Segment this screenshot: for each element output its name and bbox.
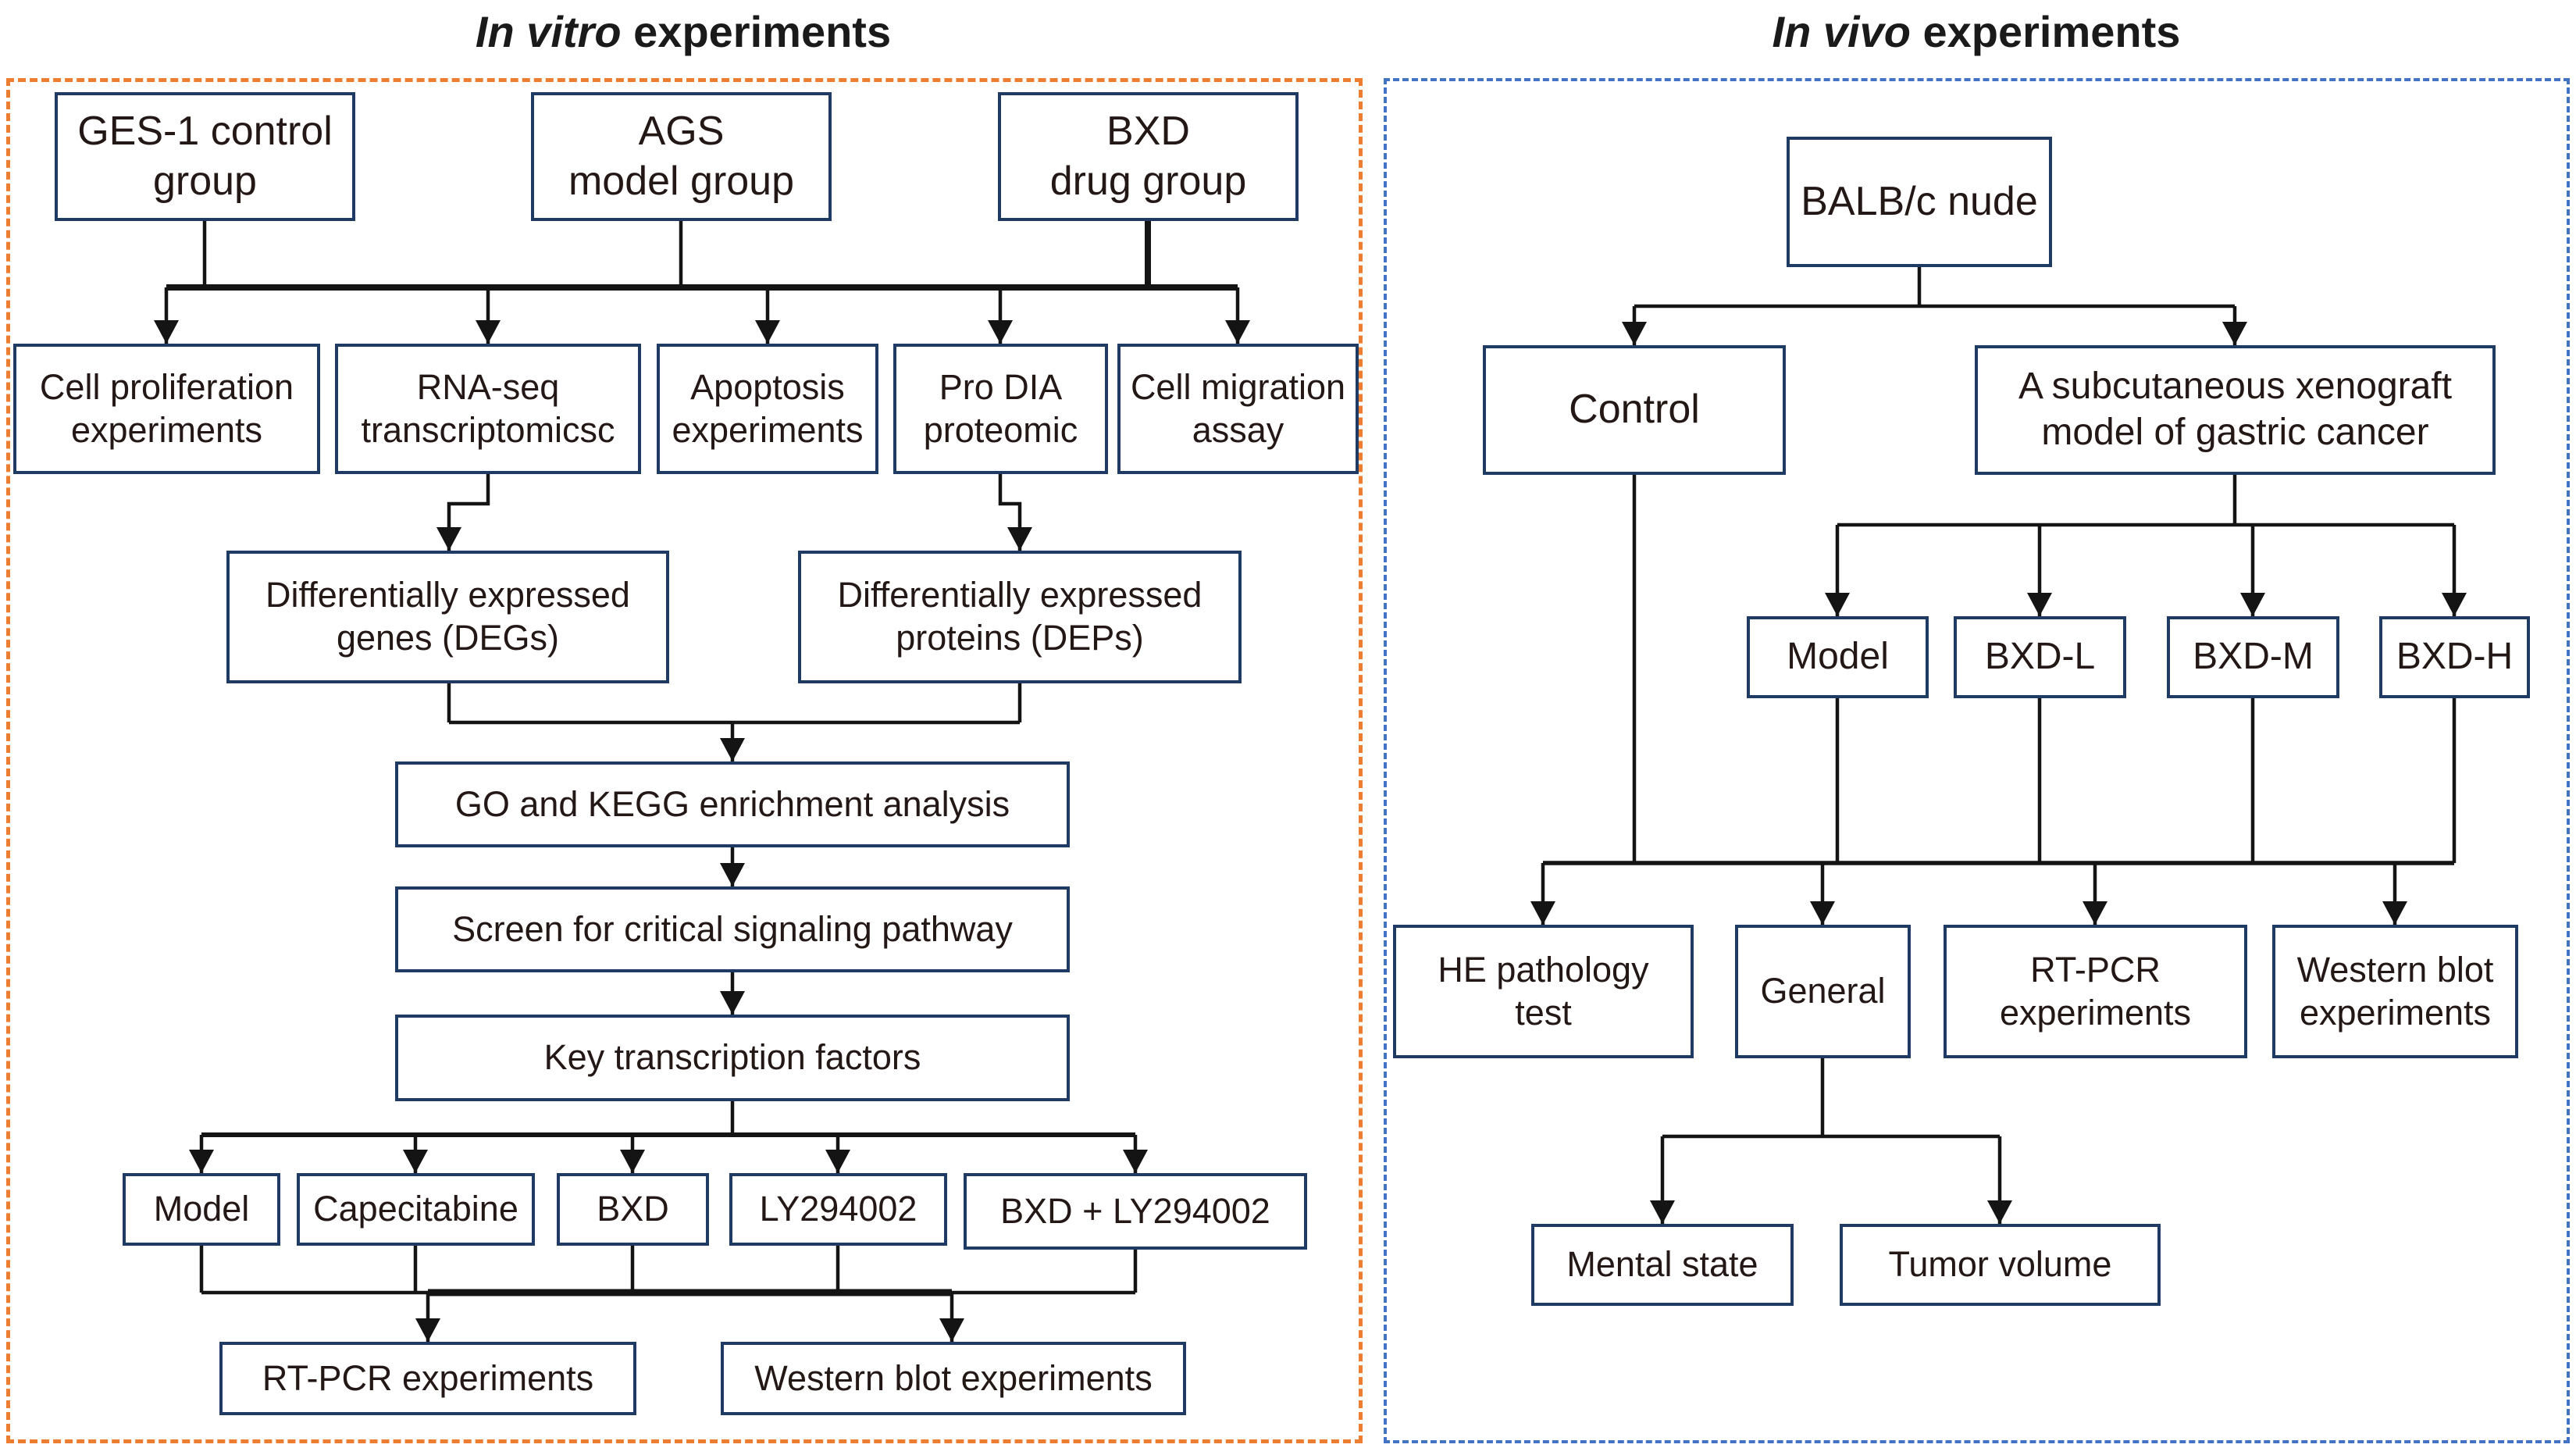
title-in-vitro-italic: In vitro [475, 7, 622, 56]
node-bxd-plus-ly294002: BXD + LY294002 [964, 1173, 1307, 1250]
node-pro-dia-proteomic: Pro DIA proteomic [893, 344, 1108, 474]
node-ly294002: LY294002 [729, 1173, 947, 1246]
node-control: Control [1483, 345, 1786, 475]
node-western-blot-experiments-invivo: Western blot experiments [2272, 925, 2518, 1058]
node-model-invivo: Model [1747, 616, 1929, 698]
node-tumor-volume: Tumor volume [1840, 1224, 2161, 1306]
node-mental-state: Mental state [1531, 1224, 1794, 1306]
node-bxd-h: BXD-H [2379, 616, 2530, 698]
title-in-vitro-rest: experiments [621, 7, 892, 56]
node-key-transcription-factors: Key transcription factors [395, 1015, 1070, 1101]
connector-lines [154, 221, 2467, 1342]
title-in-vivo-italic: In vivo [1772, 7, 1911, 56]
node-western-blot-experiments-invitro: Western blot experiments [721, 1342, 1186, 1415]
node-cell-proliferation-experiments: Cell proliferation experiments [13, 344, 320, 474]
node-xenograft-model: A subcutaneous xenograft model of gastri… [1975, 345, 2496, 475]
node-rtpcr-experiments-invitro: RT-PCR experiments [219, 1342, 636, 1415]
node-deps: Differentially expressed proteins (DEPs) [798, 551, 1242, 683]
node-bxd-invitro: BXD [557, 1173, 709, 1246]
node-balbc-nude: BALB/c nude [1787, 137, 2052, 267]
node-degs: Differentially expressed genes (DEGs) [226, 551, 669, 683]
node-model-invitro: Model [123, 1173, 280, 1246]
node-general: General [1735, 925, 1911, 1058]
node-apoptosis-experiments: Apoptosis experiments [657, 344, 878, 474]
node-rna-seq-transcriptomics: RNA-seq transcriptomicsc [335, 344, 641, 474]
node-bxd-m: BXD-M [2167, 616, 2339, 698]
panel-in-vitro [6, 78, 1363, 1443]
node-bxd-l: BXD-L [1954, 616, 2126, 698]
title-in-vivo: In vivo experiments [1644, 6, 2308, 57]
node-bxd-drug-group: BXD drug group [998, 92, 1299, 221]
node-ges1-control-group: GES-1 control group [55, 92, 355, 221]
node-ags-model-group: AGS model group [531, 92, 832, 221]
node-go-kegg-analysis: GO and KEGG enrichment analysis [395, 761, 1070, 847]
title-in-vitro: In vitro experiments [351, 6, 1015, 57]
panel-in-vivo [1384, 78, 2570, 1443]
node-rtpcr-experiments-invivo: RT-PCR experiments [1944, 925, 2247, 1058]
node-cell-migration-assay: Cell migration assay [1117, 344, 1359, 474]
node-capecitabine: Capecitabine [297, 1173, 535, 1246]
node-he-pathology-test: HE pathology test [1393, 925, 1694, 1058]
title-in-vivo-rest: experiments [1910, 7, 2181, 56]
node-screen-signaling-pathway: Screen for critical signaling pathway [395, 886, 1070, 972]
